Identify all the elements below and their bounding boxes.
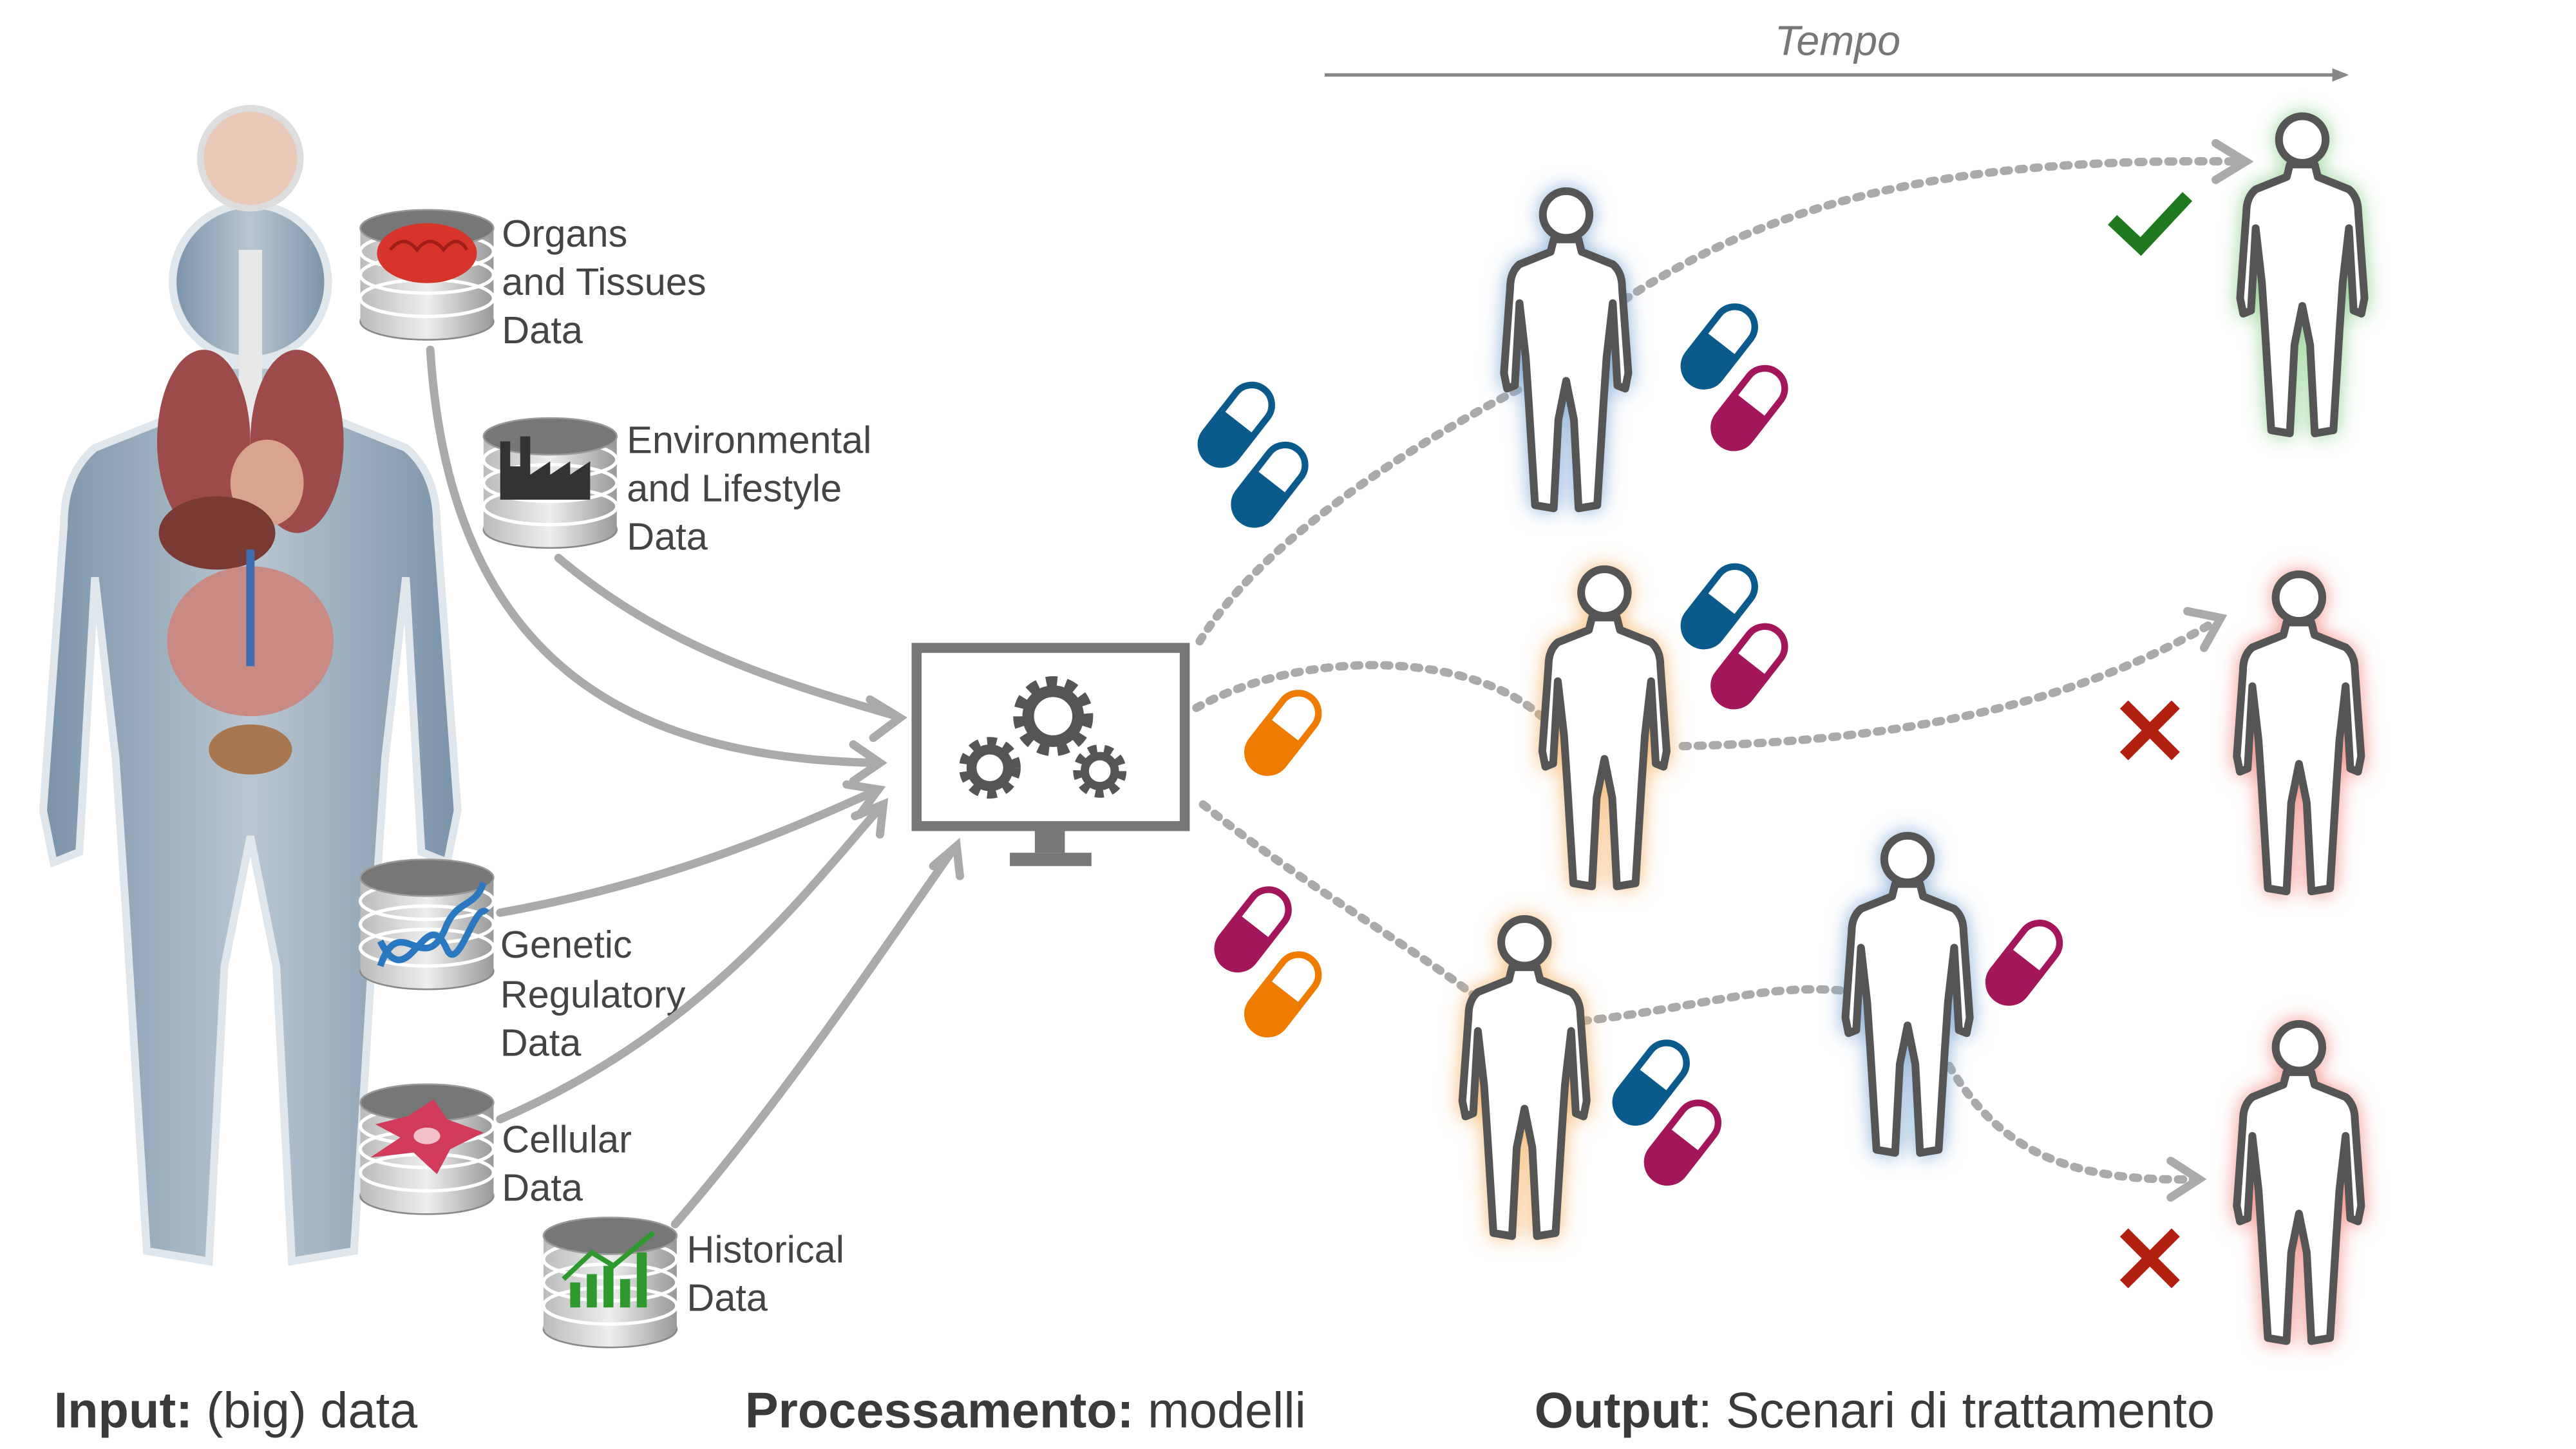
cross-icon: [2119, 700, 2180, 761]
pill-icon: [1231, 441, 1309, 528]
treatment-trajectories: [1192, 138, 2254, 1202]
outcome-figure-failure: [2237, 574, 2361, 891]
model-computer-icon: [911, 643, 1190, 866]
database-cellular: [360, 1084, 493, 1215]
pill-icon: [1197, 381, 1275, 468]
pill-icon: [1710, 623, 1788, 710]
label-genetic-2: Regulatory: [500, 973, 686, 1016]
brain-icon: [377, 223, 477, 283]
pill-icon: [1612, 1039, 1690, 1126]
pill-icon: [1710, 365, 1788, 451]
label-environmental-1: Environmental: [627, 418, 871, 461]
database-environmental: [484, 418, 617, 548]
outcome-figure-failure: [2237, 1024, 2361, 1341]
label-historical-2: Data: [687, 1276, 768, 1319]
dna-icon: [377, 881, 489, 967]
patient-figure: [1846, 836, 1970, 1153]
timeline-label: Tempo: [1775, 17, 1900, 64]
label-cellular-1: Cellular: [502, 1118, 632, 1161]
label-organs-2: and Tissues: [502, 260, 706, 303]
label-organs-1: Organs: [502, 212, 627, 255]
pill-icon: [1244, 690, 1322, 776]
pill-icon: [1680, 563, 1758, 650]
cross-icon: [2119, 1228, 2180, 1289]
factory-icon: [500, 436, 591, 500]
label-genetic-3: Data: [500, 1021, 582, 1065]
patient-figure: [1463, 919, 1587, 1236]
database-historical: [544, 1218, 677, 1348]
pill-icon: [1244, 951, 1322, 1037]
section-title-processing: Processamento: modelli: [745, 1383, 1306, 1438]
label-cellular-2: Data: [502, 1166, 583, 1209]
label-historical-1: Historical: [687, 1227, 844, 1271]
label-environmental-3: Data: [627, 515, 708, 558]
label-genetic-1: Genetic: [500, 923, 632, 966]
patient-figure: [1504, 191, 1628, 508]
pill-icon: [1643, 1099, 1722, 1186]
label-organs-3: Data: [502, 308, 583, 352]
cell-icon: [370, 1099, 484, 1175]
section-title-output: Output: Scenari di trattamento: [1535, 1383, 2215, 1438]
check-icon: [2108, 192, 2193, 256]
gears-icon: [959, 676, 1127, 799]
outcome-figure-success: [2240, 117, 2364, 433]
database-genetic: [360, 859, 493, 989]
pill-icon: [1680, 303, 1758, 390]
human-anatomy-figure: [43, 104, 458, 1262]
input-arrows: [426, 345, 964, 1229]
chart-icon: [562, 1230, 656, 1308]
timeline-arrow: [1324, 68, 2349, 82]
patient-figure: [1542, 569, 1667, 886]
pill-icon: [1214, 886, 1292, 972]
section-title-input: Input: (big) data: [54, 1383, 419, 1438]
pill-icon: [1985, 920, 2063, 1006]
label-environmental-2: and Lifestyle: [627, 466, 842, 509]
database-organs: [360, 210, 493, 340]
